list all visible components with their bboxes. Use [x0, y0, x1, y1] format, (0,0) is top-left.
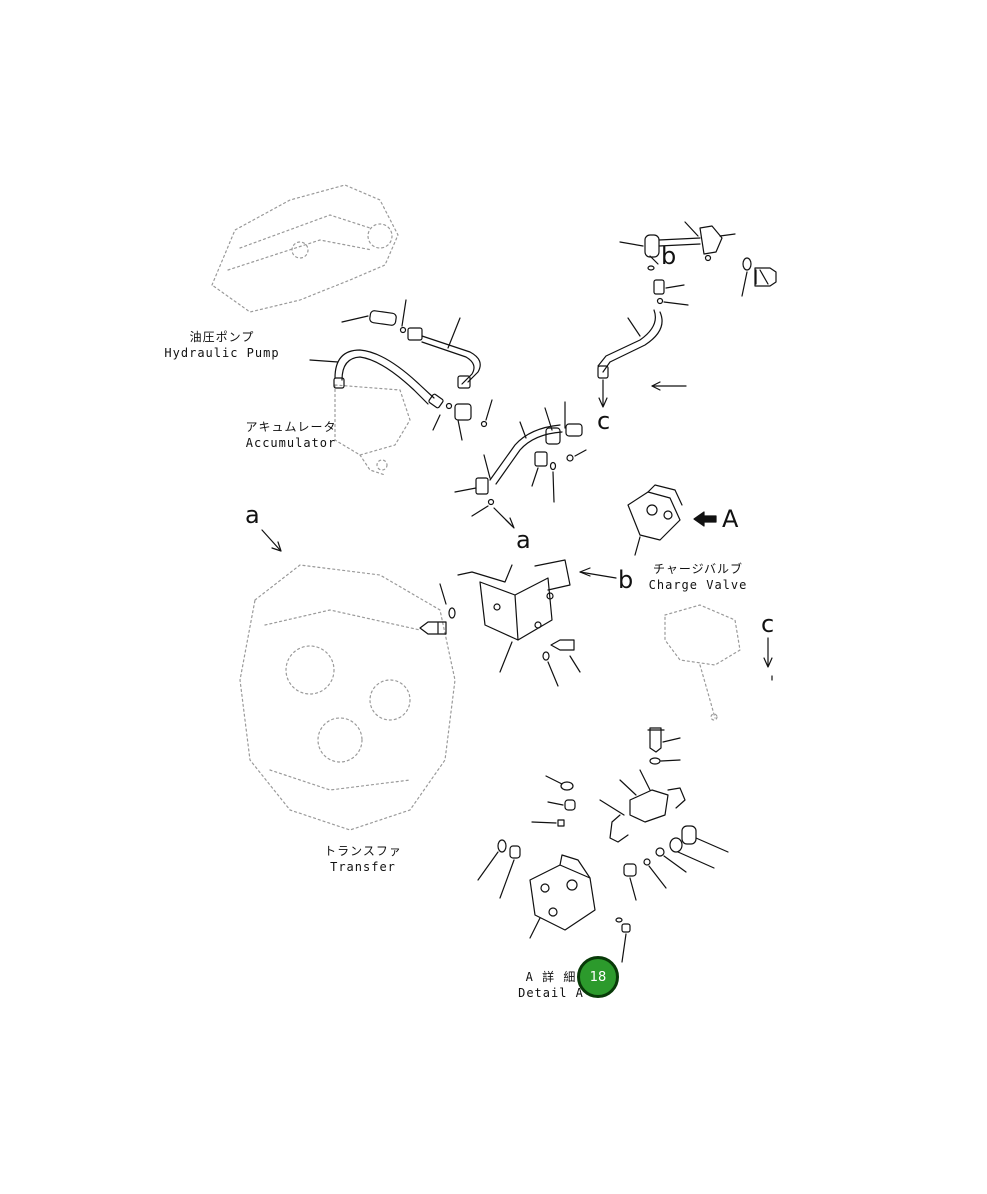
- marker-b-mid: b: [618, 566, 634, 594]
- transfer-label-jp: トランスファ: [324, 844, 402, 858]
- marker-c-right: c: [761, 610, 775, 638]
- transfer-outline: [239, 564, 456, 831]
- accumulator-outline: [334, 384, 411, 476]
- middle-hose-assembly: [454, 401, 587, 529]
- accumulator-label-jp: アキュムレータ: [245, 420, 337, 434]
- transfer-label-en: Transfer: [330, 860, 396, 874]
- charge-valve-label-en: Charge Valve: [648, 578, 748, 592]
- item-number: 18: [589, 969, 607, 985]
- marker-b-top: b: [661, 242, 677, 270]
- hydraulic-pump-outline: [211, 184, 399, 313]
- item-number-badge[interactable]: 18: [577, 956, 619, 998]
- marker-a-left: a: [245, 501, 260, 529]
- a-arrow-left: [261, 529, 282, 552]
- detail-a-label-jp: A 詳 細: [525, 970, 577, 984]
- charge-valve-body: [627, 484, 717, 556]
- accumulator-label-en: Accumulator: [245, 436, 337, 450]
- marker-a-mid: a: [516, 526, 531, 554]
- c-arrow-right: [763, 637, 773, 681]
- marker-c-top: c: [597, 407, 611, 435]
- hydraulic-pump-label-en: Hydraulic Pump: [164, 346, 280, 360]
- bracket-assembly: [419, 559, 617, 687]
- detail-a-parts: [477, 727, 729, 963]
- pump-hose-assembly: [309, 299, 493, 441]
- charge-valve-label-jp: チャージバルブ: [653, 562, 743, 576]
- detail-a-label-en: Detail A: [518, 986, 584, 1000]
- hydraulic-pump-label-jp: 油圧ポンプ: [189, 330, 255, 344]
- charge-valve-ghost: [664, 604, 741, 721]
- marker-A: A: [722, 505, 739, 533]
- top-right-pipe-assembly: [597, 221, 777, 408]
